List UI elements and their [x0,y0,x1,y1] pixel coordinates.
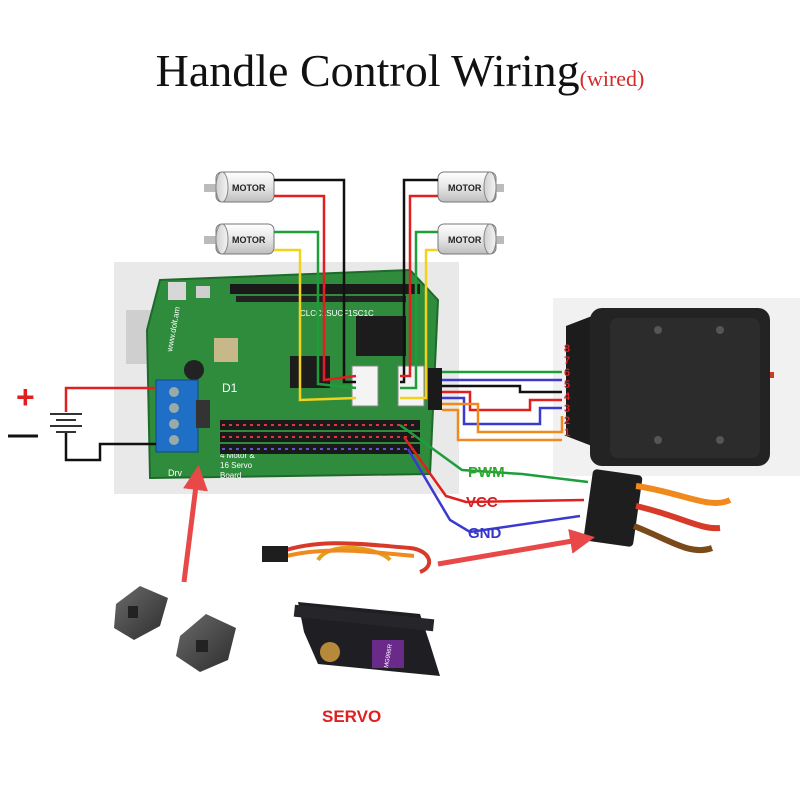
battery-symbol [50,386,156,462]
inductor [184,360,204,380]
motor-label: MOTOR [448,183,482,193]
servo-label: SERVO [322,707,381,726]
motor-label: MOTOR [232,235,266,245]
motor-wires [274,178,438,402]
title-main: Handle Control Wiring [155,45,580,96]
pwm-label: PWM [468,464,505,481]
motor-top-left: MOTOR [204,171,275,203]
gnd-label: GND [468,525,502,542]
servo-motor: MG996R [262,541,440,676]
board-name-line3: Board [220,471,241,480]
d1-label: D1 [222,381,238,395]
jumper-cap-left [114,586,168,640]
crystal [168,282,186,300]
pin-label: 7 [564,355,570,367]
motor-bottom-right: MOTOR [437,223,504,255]
component [196,286,210,298]
battery-plus-label: + [16,379,35,415]
motor-connector-left [351,365,379,407]
pin-label: 5 [564,379,570,391]
board-jumper [196,400,210,428]
motor-label: MOTOR [448,235,482,245]
jumper-arrow [181,465,208,583]
drv-label: Drv [168,468,182,478]
capacitor [214,338,238,362]
battery-minus-label: — [8,418,38,451]
jumper-cap-right [176,614,236,672]
servo-arrow [437,529,595,567]
title-subtitle: (wired) [579,66,645,91]
motor-top-right: MOTOR [437,171,504,203]
servo-model-label: MG996R [384,643,394,668]
servo-pin-headers [220,420,420,454]
connector-pin-labels: 8 7 6 5 4 3 2 1 [564,343,571,439]
handle-wires [442,370,564,442]
handle-receiver-module [566,308,774,466]
servo-connector [583,469,732,554]
vcc-label: VCC [466,494,498,511]
power-terminal-block [155,379,199,453]
page-title: Handle Control Wiring(wired) [0,44,800,97]
chip-label: CLCC1SUCF1SC1C [300,309,374,318]
motor-label: MOTOR [232,183,266,193]
motor-bottom-left: MOTOR [204,223,275,255]
board-name-line2: 16 Servo [220,461,253,470]
pin-label: 8 [564,343,570,355]
handle-header [428,368,442,410]
pin-label: 3 [564,403,570,415]
signal-lines [399,423,589,534]
pin-label: 1 [564,427,570,439]
pin-label: 6 [564,367,570,379]
pin-label: 4 [564,391,571,403]
pin-label: 2 [564,415,570,427]
board-name-line1: 4 Motor & [220,451,255,460]
driver-chip [356,316,406,356]
